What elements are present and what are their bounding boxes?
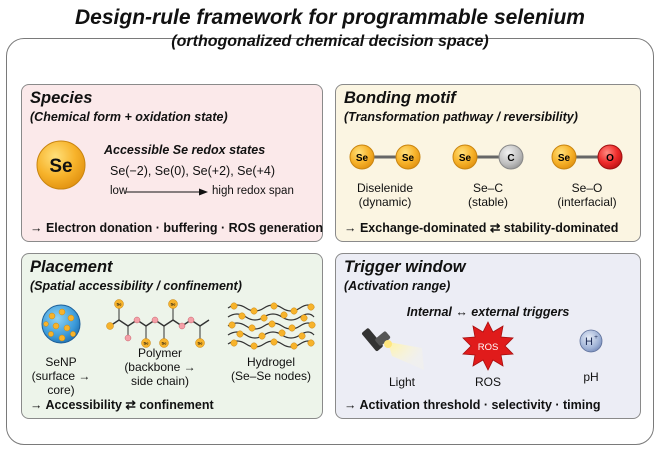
svg-text:Se: Se <box>117 302 123 307</box>
svg-text:Se: Se <box>356 153 369 164</box>
span-low-label: low <box>110 185 128 197</box>
se-atom-icon <box>36 140 86 190</box>
hydrogel-label: Hydrogel(Se–Se nodes) <box>230 355 312 383</box>
diselenide-label: Diselenide(dynamic) <box>356 181 414 209</box>
svg-text:+: + <box>594 334 598 341</box>
hydrogel-nodes <box>228 302 316 350</box>
senp-icon <box>41 304 81 344</box>
svg-text:C: C <box>507 153 514 164</box>
span-high-label: high redox span <box>212 185 294 197</box>
flashlight-icon <box>362 328 424 370</box>
svg-text:Se: Se <box>162 341 168 346</box>
species-graphics: Se <box>36 140 208 196</box>
ros-burst-icon: ROS <box>462 321 514 371</box>
svg-text:ROS: ROS <box>478 342 499 353</box>
diselenide-molecule-icon: Se Se <box>349 144 421 170</box>
se-atom-label: Se <box>49 156 72 177</box>
trigger-subheading: (Activation range) <box>344 279 451 293</box>
senp-label: SeNP(surface →core) <box>31 355 91 397</box>
trigger-graphics: ROS H + <box>362 321 603 371</box>
svg-text:Se: Se <box>402 153 415 164</box>
svg-text:H: H <box>585 336 593 348</box>
bonding-footer: → Exchange-dominated ⇄ stability-dominat… <box>344 221 619 235</box>
bonding-panel: Bonding motif (Transformation pathway / … <box>335 84 641 242</box>
species-panel: Species (Chemical form + oxidation state… <box>21 84 323 242</box>
svg-text:Se: Se <box>459 153 472 164</box>
svg-text:Se: Se <box>144 341 150 346</box>
polymer-icon: Se Se Se Se Se <box>106 299 210 348</box>
light-label: Light <box>388 375 416 389</box>
trigger-panel: Trigger window (Activation range) Intern… <box>335 253 641 419</box>
ros-label: ROS <box>474 375 501 389</box>
page-title: Design-rule framework for programmable s… <box>0 6 660 30</box>
se-o-molecule-icon: Se O <box>551 144 623 170</box>
species-subheading: (Chemical form + oxidation state) <box>30 110 228 124</box>
page-subtitle: (orthogonalized chemical decision space) <box>171 33 489 50</box>
svg-text:Se: Se <box>171 302 177 307</box>
svg-text:O: O <box>606 153 614 164</box>
bonding-subheading: (Transformation pathway / reversibility) <box>344 110 578 124</box>
svg-text:Se: Se <box>198 341 204 346</box>
bonding-graphics: Se Se Se C Se O <box>349 144 623 170</box>
se-c-label: Se–C(stable) <box>467 181 508 209</box>
placement-subheading: (Spatial accessibility / confinement) <box>30 279 242 293</box>
svg-text:Se: Se <box>558 153 571 164</box>
placement-graphics: Se Se Se Se Se <box>41 299 316 350</box>
species-heading: Species <box>30 89 93 107</box>
se-c-molecule-icon: Se C <box>452 144 524 170</box>
bonding-heading: Bonding motif <box>344 89 456 107</box>
se-o-label: Se–O(interfacial) <box>557 181 617 209</box>
placement-heading: Placement <box>30 258 113 276</box>
trigger-caption: Internal ↔ external triggers <box>406 305 570 319</box>
redox-span-arrowhead <box>199 188 208 196</box>
polymer-label: Polymer(backbone →side chain) <box>124 346 196 388</box>
placement-panel: Placement (Spatial accessibility / confi… <box>21 253 323 419</box>
placement-footer: → Accessibility ⇄ confinement <box>30 398 214 412</box>
outer-frame <box>6 38 654 445</box>
redox-states: Se(−2), Se(0), Se(+2), Se(+4) <box>110 164 276 178</box>
trigger-footer: → Activation threshold · selectivity · t… <box>344 398 601 412</box>
proton-icon: H + <box>579 329 603 353</box>
redox-title: Accessible Se redox states <box>104 143 266 157</box>
trigger-heading: Trigger window <box>344 258 466 276</box>
ph-label: pH <box>583 370 599 384</box>
species-footer: → Electron donation · buffering · ROS ge… <box>30 221 324 235</box>
